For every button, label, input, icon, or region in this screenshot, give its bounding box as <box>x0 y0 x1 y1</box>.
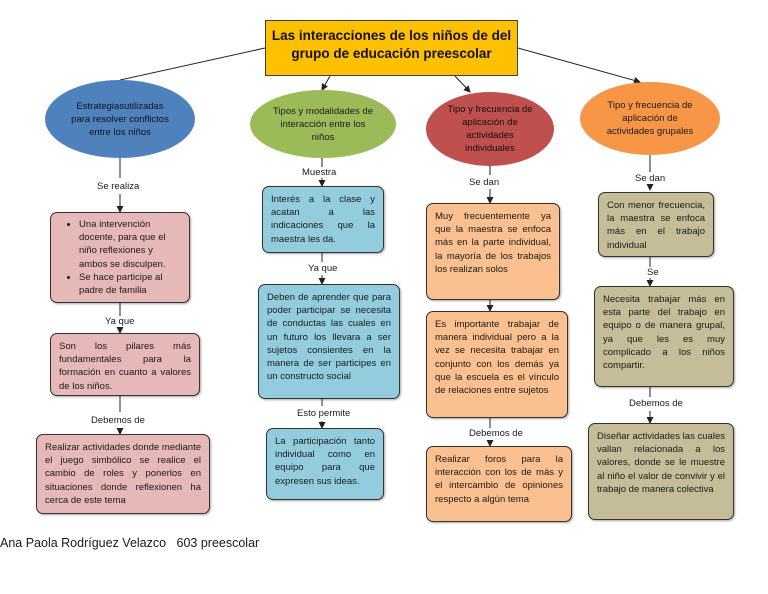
grupales-ellipse: Tipo y frecuencia de aplicación de activ… <box>580 82 720 155</box>
estrategias-box3: Realizar actividades donde mediante el j… <box>36 434 210 514</box>
map-title-line2: grupo de educación preescolar <box>291 46 492 61</box>
grupales-box1: Con menor frecuencia, la maestra se enfo… <box>598 192 714 257</box>
estrategias-box1: Una intervención docente, para que el ni… <box>50 212 190 303</box>
estrategias-box1-item: Una intervención docente, para que el ni… <box>79 218 183 271</box>
grupales-link2-label: Se <box>646 267 660 278</box>
grupales-box3: Diseñar actividades las cuales vallan re… <box>588 423 734 520</box>
tipos-box2: Deben de aprender que para poder partici… <box>258 284 400 399</box>
tipos-box3: La participación tanto individual como e… <box>266 428 384 500</box>
individuales-box3: Realizar foros para la interacción con l… <box>426 446 572 522</box>
individuales-box1: Muy frecuentemente ya que la maestra se … <box>426 203 560 300</box>
estrategias-link1-label: Se realiza <box>96 181 141 192</box>
grupales-link3-label: Debemos de <box>628 398 684 409</box>
tipos-ellipse: Tipos y modalidades de interacción entre… <box>250 90 396 158</box>
estrategias-box1-list: Una intervención docente, para que el ni… <box>57 218 183 297</box>
map-title-line1: Las interacciones de los niños de del <box>271 28 512 43</box>
estrategias-link2-label: Ya que <box>104 316 136 327</box>
individuales-heading: Tipo y frecuencia de aplicación de activ… <box>447 104 533 154</box>
connector-title-estrategias <box>119 47 266 81</box>
estrategias-box2: Son los pilares más fundamentales para l… <box>50 333 200 396</box>
individuales-link3-label: Debemos de <box>468 428 524 439</box>
tipos-link3-label: Esto permite <box>296 408 352 419</box>
map-title: Las interacciones de los niños de del gr… <box>265 20 518 76</box>
individuales-link1-label: Se dan <box>468 177 501 188</box>
tipos-box1: Interés a la clase y acatan a las indica… <box>262 186 384 253</box>
estrategias-ellipse: Estrategiasutilizadas para resolver conf… <box>45 80 195 158</box>
grupales-link1-label: Se dan <box>634 173 667 184</box>
individuales-ellipse: Tipo y frecuencia de aplicación de activ… <box>426 92 554 166</box>
individuales-box2: Es importante trabajar de manera individ… <box>426 311 568 418</box>
connector-title-grupales <box>517 47 641 84</box>
estrategias-link3-label: Debemos de <box>90 415 146 426</box>
tipos-heading: Tipos y modalidades de interacción entre… <box>273 105 373 143</box>
tipos-link1-label: Muestra <box>301 167 338 178</box>
author-line: Ana Paola Rodríguez Velazco 603 preescol… <box>0 536 260 550</box>
connector-title-individuales <box>454 75 471 93</box>
grupales-heading: Tipo y frecuencia de aplicación de activ… <box>606 100 694 137</box>
connector-title-tipos <box>321 75 331 91</box>
tipos-link2-label: Ya que <box>307 263 339 274</box>
estrategias-heading: Estrategiasutilizadas para resolver conf… <box>71 100 169 138</box>
grupales-box2: Necesita trabajar más en esta parte del … <box>594 286 734 387</box>
estrategias-box1-item: Se hace participe al padre de familia <box>79 271 183 297</box>
